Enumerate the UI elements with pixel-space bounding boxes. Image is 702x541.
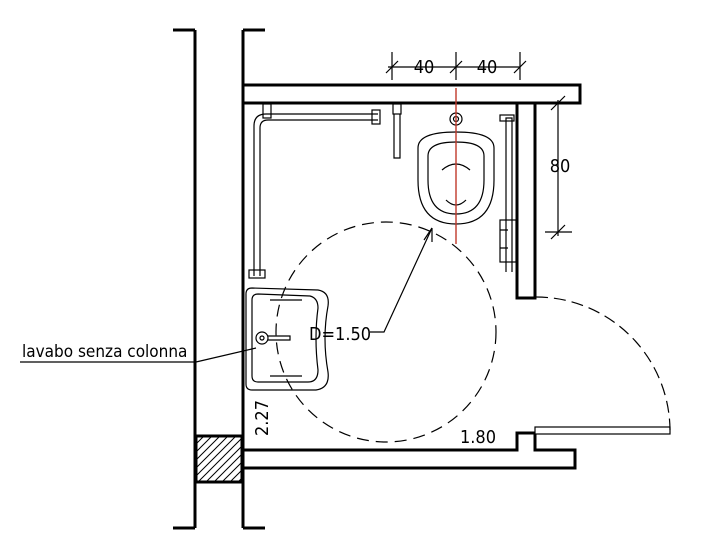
- top-wall: [243, 83, 582, 105]
- room-depth-label: 2.27: [252, 400, 273, 436]
- dim-label-right-40: 40: [477, 57, 498, 78]
- hatched-pillar: [194, 434, 244, 484]
- faucet: [255, 331, 269, 345]
- flush-pipe: [392, 103, 402, 159]
- dim-label-left-40: 40: [414, 57, 435, 78]
- bottom-wall: [243, 431, 577, 470]
- turning-circle-label: D=1.50: [309, 324, 371, 345]
- right-wall-upper: [515, 103, 537, 300]
- diameter-leader: [370, 227, 433, 333]
- room-width-label: 1.80: [460, 427, 496, 448]
- door-swing-arc: [535, 296, 671, 431]
- dim-label-80: 80: [550, 156, 571, 177]
- washbasin-label: lavabo senza colonna: [22, 342, 187, 362]
- door-leaf: [534, 426, 671, 435]
- grab-bars: [248, 103, 515, 279]
- turning-circle: [275, 221, 497, 443]
- washbasin: [245, 287, 329, 391]
- dimension-80: [545, 95, 572, 240]
- wall-fitting: [499, 219, 517, 263]
- dimension-40-40: [385, 52, 527, 80]
- washbasin-callout: [20, 347, 257, 363]
- door: [534, 296, 671, 435]
